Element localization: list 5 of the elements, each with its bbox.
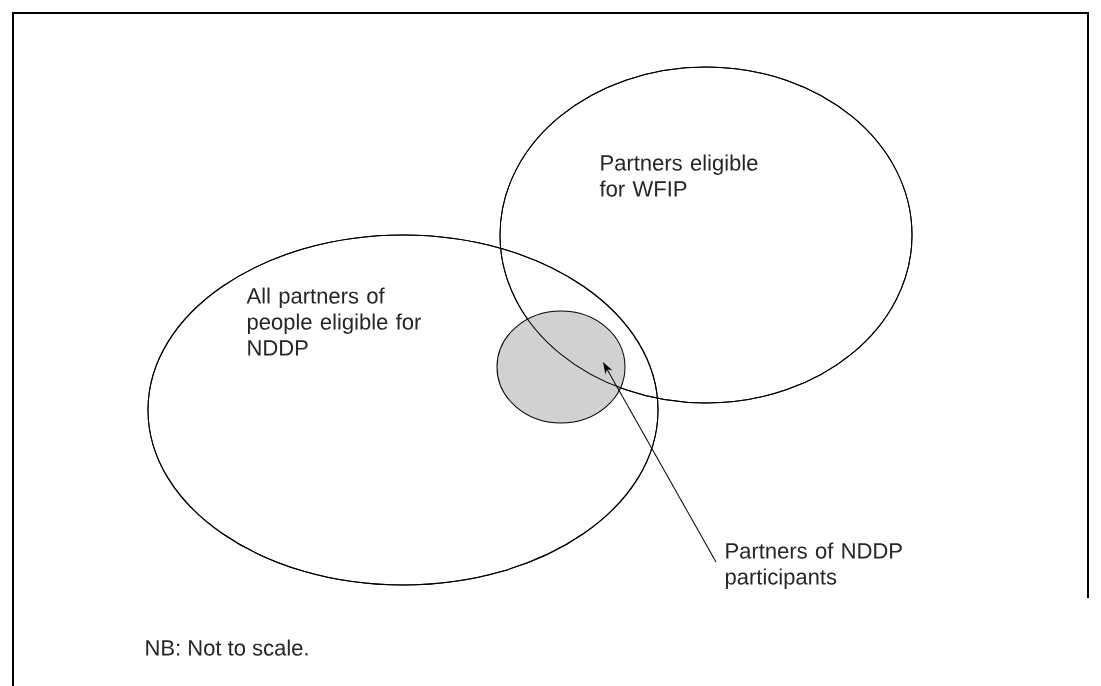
callout-text: Partners of NDDP participants: [725, 542, 902, 589]
note: NB: Not to scale.: [146, 639, 308, 656]
leader-arrow: [603, 362, 717, 563]
node-label: All partners of people eligible for NDDP: [246, 287, 421, 356]
node-label: Partners eligible for WFIP: [599, 154, 758, 197]
